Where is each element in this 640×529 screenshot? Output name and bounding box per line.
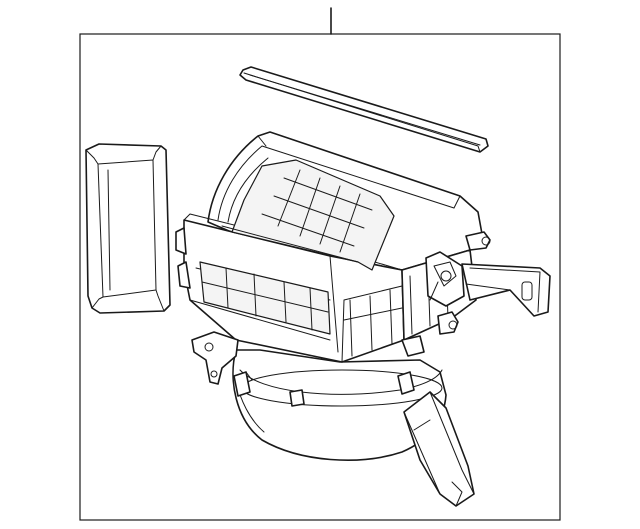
rim-clips <box>233 335 425 407</box>
mounting-bracket <box>461 263 551 317</box>
diagram-frame <box>79 33 561 521</box>
side-seal-gasket <box>85 143 171 314</box>
left-lower-bracket <box>191 331 239 385</box>
top-seal-gasket <box>239 66 489 153</box>
outlet-duct <box>403 391 475 507</box>
actuator-arm <box>425 251 465 307</box>
intake-door-grille <box>221 159 395 271</box>
